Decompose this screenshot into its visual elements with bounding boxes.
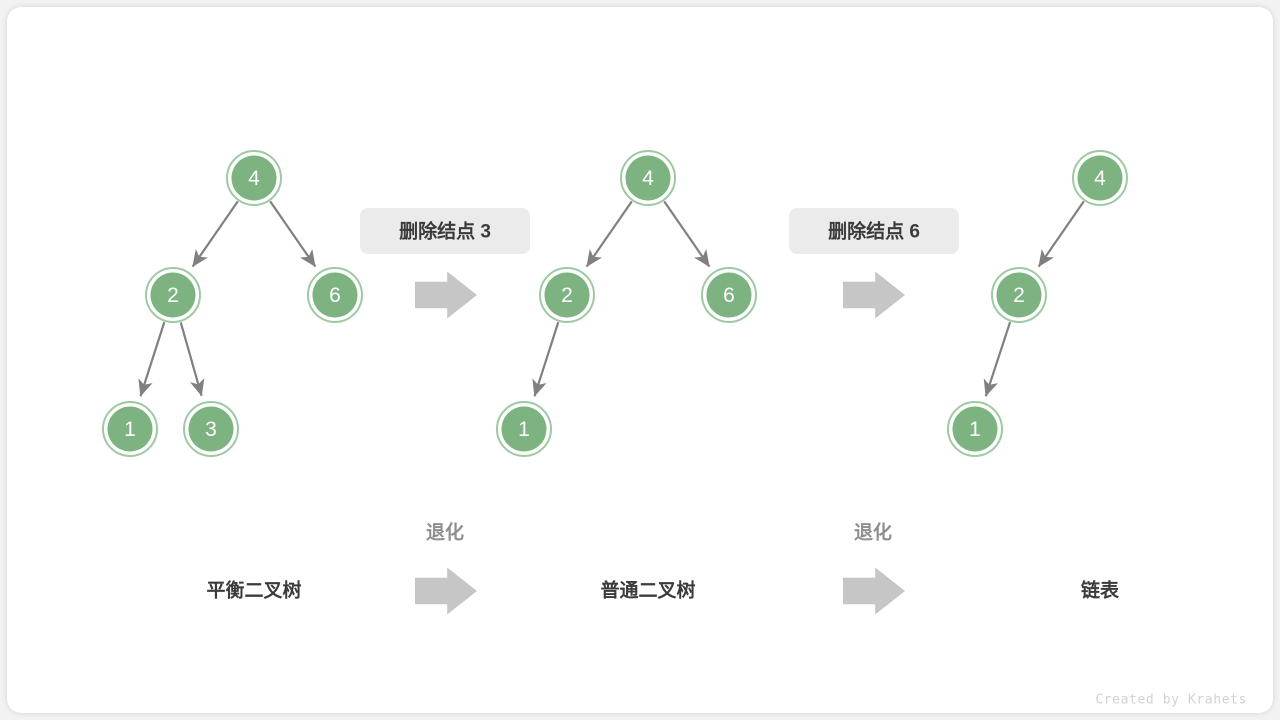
tree-edge-balanced-4-2 <box>191 200 239 268</box>
node-ring <box>496 401 552 457</box>
node-body <box>952 406 998 452</box>
degrade-arrow-delete-3 <box>415 567 477 615</box>
node-label: 1 <box>124 418 136 441</box>
node-body <box>706 272 752 318</box>
node-label: 6 <box>329 284 341 307</box>
node-body <box>231 155 277 201</box>
operation-badge-delete-6 <box>789 208 959 254</box>
node-ring <box>102 401 158 457</box>
node-body <box>501 406 547 452</box>
degrade-label-delete-6: 退化 <box>854 521 892 544</box>
node-ring <box>1072 150 1128 206</box>
degrade-arrow-delete-6 <box>843 567 905 615</box>
tree-edges <box>138 200 1085 397</box>
tree-edge-linked-list-2-1 <box>983 321 1012 397</box>
figure-card: 4 2 6 1 3 4 2 6 1 4 2 1 删除结点 3 退化 删除结点 6 退化 平衡二叉树 普通二叉树… <box>7 7 1273 713</box>
node-body <box>625 155 671 201</box>
tree-node-linked-list-2[interactable]: 2 <box>991 267 1047 323</box>
tree-node-linked-list-1[interactable]: 1 <box>947 401 1003 457</box>
stage-caption-linked-list: 链表 <box>1081 579 1120 602</box>
tree-nodes: 4 2 6 1 3 4 2 6 1 4 2 1 <box>102 150 1128 457</box>
bst-degeneration-diagram: 4 2 6 1 3 4 2 6 1 4 2 1 删除结点 3 退化 删除结点 6 退化 平衡二叉树 普通二叉树… <box>102 150 1247 708</box>
tree-node-balanced-3[interactable]: 3 <box>183 401 239 457</box>
tree-edge-ordinary-2-1 <box>532 321 560 397</box>
transition-arrow-delete-6 <box>843 271 905 319</box>
transition-markers: 删除结点 3 退化 删除结点 6 退化 <box>360 208 959 615</box>
node-label: 2 <box>1013 284 1025 307</box>
degrade-label-delete-3: 退化 <box>426 521 464 544</box>
node-ring <box>307 267 363 323</box>
stage-captions: 平衡二叉树 普通二叉树 链表 <box>206 579 1120 602</box>
node-body <box>1077 155 1123 201</box>
credit-watermark: Created by Krahets <box>1095 693 1247 708</box>
tree-node-balanced-2[interactable]: 2 <box>145 267 201 323</box>
tree-edge-balanced-2-1 <box>138 321 166 397</box>
tree-edge-balanced-4-6 <box>269 200 317 268</box>
node-body <box>107 406 153 452</box>
node-label: 4 <box>1094 167 1106 190</box>
tree-edge-ordinary-4-6 <box>663 200 711 268</box>
operation-badge-label-delete-6: 删除结点 6 <box>828 220 920 243</box>
tree-node-balanced-4[interactable]: 4 <box>226 150 282 206</box>
node-body <box>544 272 590 318</box>
tree-node-ordinary-1[interactable]: 1 <box>496 401 552 457</box>
tree-node-linked-list-4[interactable]: 4 <box>1072 150 1128 206</box>
node-body <box>312 272 358 318</box>
node-ring <box>226 150 282 206</box>
node-body <box>996 272 1042 318</box>
node-body <box>188 406 234 452</box>
node-ring <box>183 401 239 457</box>
stage-caption-ordinary: 普通二叉树 <box>600 579 695 602</box>
tree-node-ordinary-6[interactable]: 6 <box>701 267 757 323</box>
node-label: 6 <box>723 284 735 307</box>
node-label: 1 <box>969 418 981 441</box>
node-label: 2 <box>167 284 179 307</box>
tree-node-ordinary-2[interactable]: 2 <box>539 267 595 323</box>
node-label: 4 <box>642 167 654 190</box>
tree-node-balanced-6[interactable]: 6 <box>307 267 363 323</box>
node-ring <box>539 267 595 323</box>
stage-caption-balanced: 平衡二叉树 <box>206 579 301 602</box>
node-ring <box>991 267 1047 323</box>
node-label: 3 <box>205 418 217 441</box>
transition-arrow-delete-3 <box>415 271 477 319</box>
tree-edge-balanced-2-3 <box>179 322 205 397</box>
tree-node-balanced-1[interactable]: 1 <box>102 401 158 457</box>
node-label: 4 <box>248 167 260 190</box>
node-body <box>150 272 196 318</box>
tree-node-ordinary-4[interactable]: 4 <box>620 150 676 206</box>
node-ring <box>947 401 1003 457</box>
node-ring <box>701 267 757 323</box>
operation-badge-label-delete-3: 删除结点 3 <box>399 220 491 243</box>
node-label: 1 <box>518 418 530 441</box>
node-label: 2 <box>561 284 573 307</box>
node-ring <box>145 267 201 323</box>
operation-badge-delete-3 <box>360 208 530 254</box>
tree-edge-linked-list-4-2 <box>1037 200 1085 268</box>
node-ring <box>620 150 676 206</box>
tree-edge-ordinary-4-2 <box>585 200 633 268</box>
